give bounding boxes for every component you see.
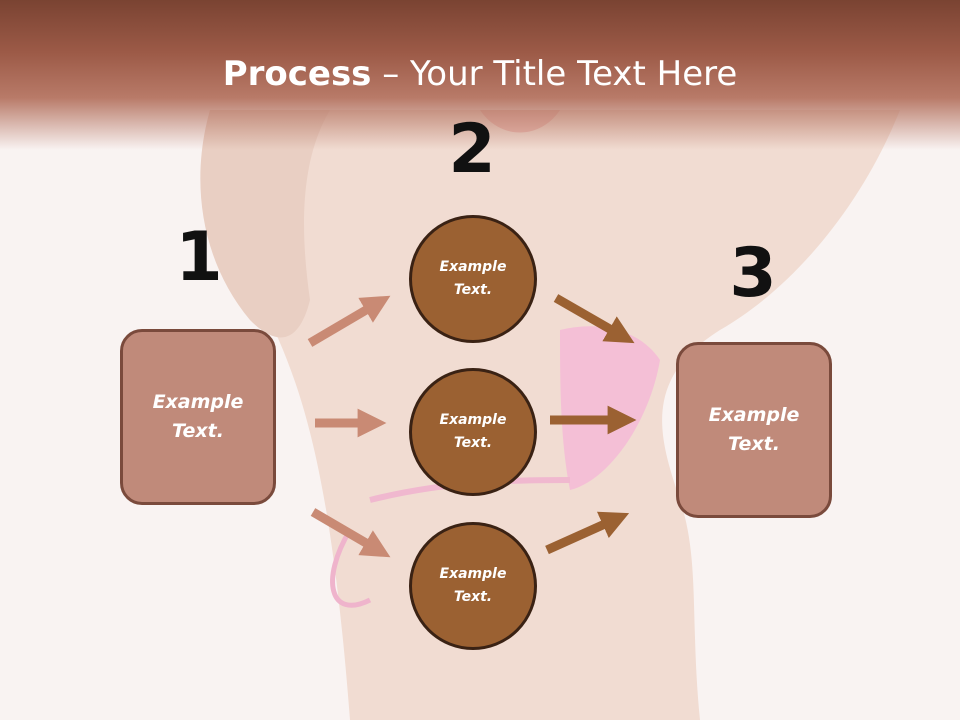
step-number-2: 2 — [448, 110, 496, 189]
title-rest: – Your Title Text Here — [371, 54, 738, 94]
arrow-right-lower — [545, 511, 630, 555]
circle-bottom[interactable]: Example Text. — [409, 522, 537, 650]
page-title: Process – Your Title Text Here — [0, 52, 960, 96]
left-box-text: Example Text. — [152, 391, 244, 442]
circle-middle-text: Example Text. — [439, 412, 507, 451]
right-box-text: Example Text. — [708, 404, 800, 455]
left-box[interactable]: Example Text. — [120, 329, 276, 505]
circle-top[interactable]: Example Text. — [409, 215, 537, 343]
circle-bottom-text: Example Text. — [439, 566, 507, 605]
step-number-3: 3 — [729, 234, 777, 313]
arrow-right-upper — [553, 294, 635, 344]
step-number-1: 1 — [175, 218, 223, 297]
arrow-left-upper — [307, 295, 391, 347]
circle-top-text: Example Text. — [439, 259, 507, 298]
arrow-left-lower — [310, 508, 391, 558]
title-bar — [0, 0, 960, 150]
circle-middle[interactable]: Example Text. — [409, 368, 537, 496]
right-box[interactable]: Example Text. — [676, 342, 832, 518]
title-bold: Process — [222, 54, 372, 94]
